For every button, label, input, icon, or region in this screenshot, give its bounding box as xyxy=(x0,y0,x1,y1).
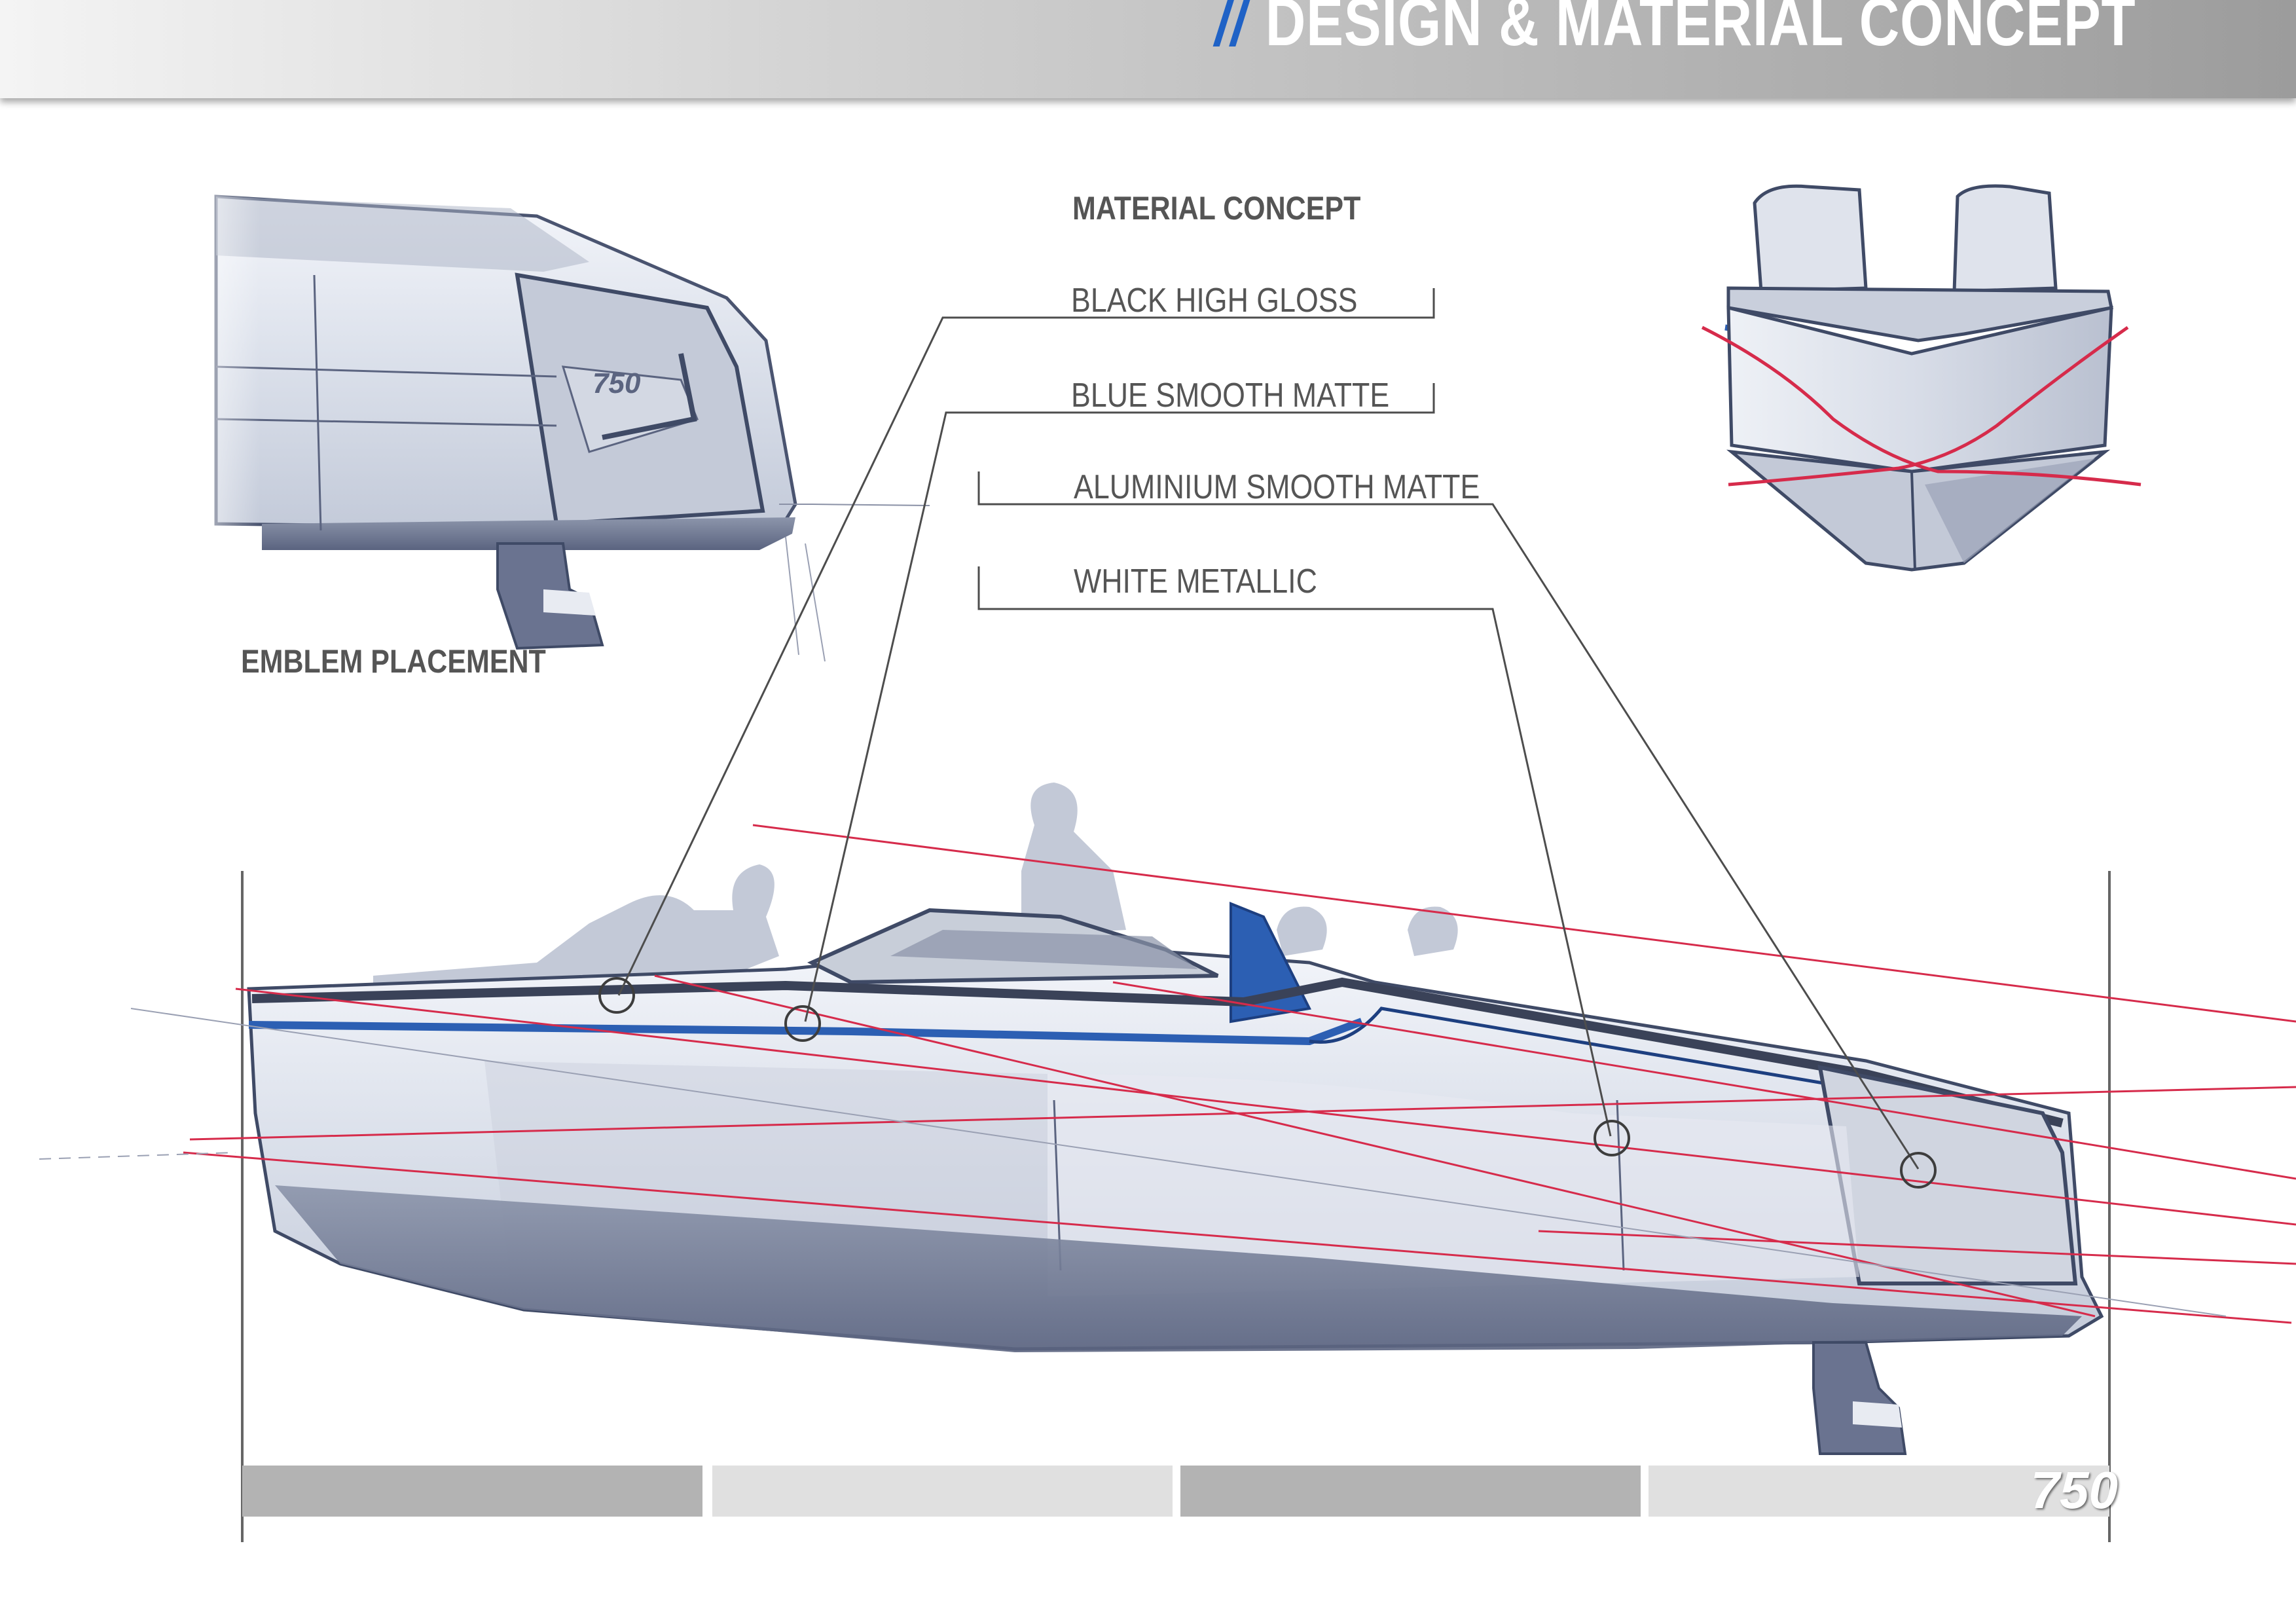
emblem-placement-heading: EMBLEM PLACEMENT xyxy=(241,643,546,680)
marker-aluminium-smooth-matte xyxy=(1900,1152,1937,1189)
footer-bar-segment-1 xyxy=(242,1466,702,1517)
leader-black-high-gloss xyxy=(617,288,1435,996)
material-label-aluminium-smooth-matte: ALUMINIUM SMOOTH MATTE xyxy=(1074,468,1480,506)
boat-side-profile-sketch xyxy=(39,783,2296,1542)
leader-blue-smooth-matte xyxy=(804,383,1435,1022)
footer-bar-segment-4 xyxy=(1649,1466,2109,1517)
marker-black-high-gloss xyxy=(598,977,635,1014)
header-bar: // DESIGN & MATERIAL CONCEPT xyxy=(0,0,2296,98)
marker-blue-smooth-matte xyxy=(784,1005,821,1042)
leader-white-metallic xyxy=(977,566,1612,1137)
material-markers xyxy=(598,977,1937,1189)
material-label-blue-smooth-matte: BLUE SMOOTH MATTE xyxy=(1071,377,1390,415)
stern-emblem-number: 750 xyxy=(592,367,641,399)
passenger-silhouettes xyxy=(373,783,1458,989)
stern-emblem-sketch: 750 xyxy=(164,183,930,662)
material-concept-heading: MATERIAL CONCEPT xyxy=(1072,190,1361,227)
material-leader-lines xyxy=(617,288,1920,1170)
footer-bar-segment-2 xyxy=(712,1466,1173,1517)
bow-front-view-sketch xyxy=(1701,184,2141,572)
construction-lines xyxy=(183,824,2296,1324)
marker-white-metallic xyxy=(1594,1120,1630,1156)
model-number-badge: 750 xyxy=(2030,1461,2118,1519)
material-label-white-metallic: WHITE METALLIC xyxy=(1074,563,1317,600)
leader-aluminium-smooth-matte xyxy=(977,471,1920,1170)
page-title: // DESIGN & MATERIAL CONCEPT xyxy=(1214,0,2136,64)
title-text: DESIGN & MATERIAL CONCEPT xyxy=(1265,0,2136,60)
footer-bar-segment-3 xyxy=(1180,1466,1641,1517)
material-label-black-high-gloss: BLACK HIGH GLOSS xyxy=(1071,282,1358,320)
title-slashes: // xyxy=(1214,0,1247,60)
